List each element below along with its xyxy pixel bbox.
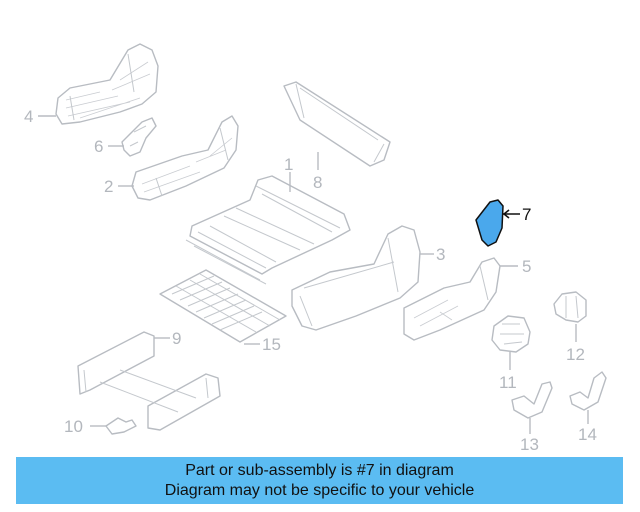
callout-4[interactable]: 4 xyxy=(24,107,33,126)
callout-1[interactable]: 1 xyxy=(284,155,293,174)
callout-11[interactable]: 11 xyxy=(499,373,517,392)
part-10-clip[interactable] xyxy=(105,417,137,435)
part-13-strap-bracket[interactable] xyxy=(511,381,553,419)
callout-14[interactable]: 14 xyxy=(578,425,597,444)
part-6-bracket[interactable] xyxy=(121,117,157,157)
part-4-side-shield[interactable] xyxy=(55,43,159,125)
callout-13[interactable]: 13 xyxy=(520,435,539,454)
callout-15[interactable]: 15 xyxy=(262,335,281,354)
part-15-spring-mat[interactable] xyxy=(159,269,287,343)
part-8-back-panel[interactable] xyxy=(283,81,391,167)
part-1-seat-frame[interactable] xyxy=(185,175,351,285)
callout-2[interactable]: 2 xyxy=(104,177,113,196)
part-5-side-shield-right[interactable] xyxy=(403,257,501,341)
callout-5[interactable]: 5 xyxy=(522,257,531,276)
callout-7[interactable]: 7 xyxy=(522,205,531,224)
callout-9[interactable]: 9 xyxy=(172,329,181,348)
callout-12[interactable]: 12 xyxy=(566,345,585,364)
part-11-knob[interactable] xyxy=(491,315,531,353)
callout-3[interactable]: 3 xyxy=(436,245,445,264)
callout-10[interactable]: 10 xyxy=(64,417,83,436)
banner-line-2: Diagram may not be specific to your vehi… xyxy=(164,481,475,499)
callout-6[interactable]: 6 xyxy=(94,137,103,156)
arrowhead-7-icon xyxy=(503,209,510,219)
parts-diagram: 4 6 2 8 1 3 7 xyxy=(24,43,607,454)
info-banner: Part or sub-assembly is #7 in diagram Di… xyxy=(16,457,623,504)
part-14-strap-bracket[interactable] xyxy=(569,371,607,411)
banner-line-1: Part or sub-assembly is #7 in diagram xyxy=(185,461,454,479)
part-2-side-shield-lower[interactable] xyxy=(131,115,239,201)
part-7-cover-highlighted[interactable] xyxy=(475,199,504,247)
part-3-cushion-side-cover[interactable] xyxy=(291,225,421,331)
callout-8[interactable]: 8 xyxy=(313,173,322,192)
part-9-base-bracket[interactable] xyxy=(77,331,221,431)
part-12-cap[interactable] xyxy=(553,291,587,323)
